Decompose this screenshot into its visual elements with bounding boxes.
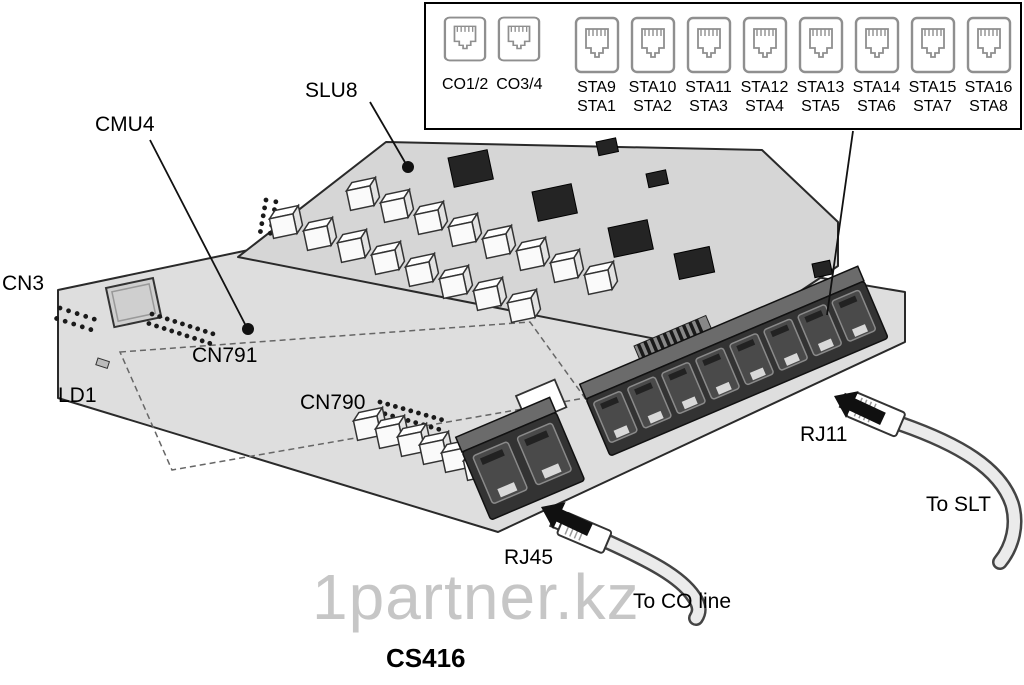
port-label: CO1/2 <box>442 76 489 93</box>
port-label: CO3/4 <box>496 76 543 93</box>
label-to-slt: To SLT <box>926 493 991 516</box>
label-cmu4: CMU4 <box>95 113 155 136</box>
ic-chips <box>447 137 834 281</box>
co-port-1-2: CO1/2 <box>442 16 488 94</box>
rj-jack-icon <box>854 16 900 74</box>
label-to-co-line: To CO line <box>633 590 732 613</box>
rj-jack-icon <box>443 16 487 62</box>
rj-jack-icon <box>910 16 956 74</box>
cn791-header <box>146 311 216 346</box>
ld1-led <box>95 357 111 369</box>
label-cn3: CN3 <box>2 272 45 295</box>
leader-lines <box>149 101 854 327</box>
co-port-group: CO1/2 CO3/4 <box>442 16 543 94</box>
board-model-title: CS416 <box>386 643 466 673</box>
label-rj11: RJ11 <box>800 423 848 446</box>
cmu4-pointer-dot <box>242 323 254 335</box>
co-jack-block <box>454 396 585 520</box>
rj-jack-icon <box>630 16 676 74</box>
rj-jack-icon <box>798 16 844 74</box>
label-cn790: CN790 <box>300 391 366 414</box>
rj-jack-icon <box>686 16 732 74</box>
rj-jack-icon <box>574 16 620 74</box>
slt-cable <box>893 416 1023 570</box>
cn3-header <box>54 305 97 332</box>
rj-jack-icon <box>742 16 788 74</box>
co-port-3-4: CO3/4 <box>496 16 543 94</box>
label-ld1: LD1 <box>58 384 97 407</box>
label-cn791: CN791 <box>192 344 258 367</box>
ic-chip-large <box>104 276 163 329</box>
co-cable <box>598 533 707 626</box>
watermark: 1partner.kz <box>312 561 640 633</box>
rj-jack-icon <box>497 16 541 62</box>
label-slu8: SLU8 <box>305 79 358 102</box>
sta-jack-row <box>578 265 889 456</box>
rj-jack-icon <box>966 16 1012 74</box>
slu8-pointer-dot <box>402 161 414 173</box>
label-rj45: RJ45 <box>504 546 554 569</box>
